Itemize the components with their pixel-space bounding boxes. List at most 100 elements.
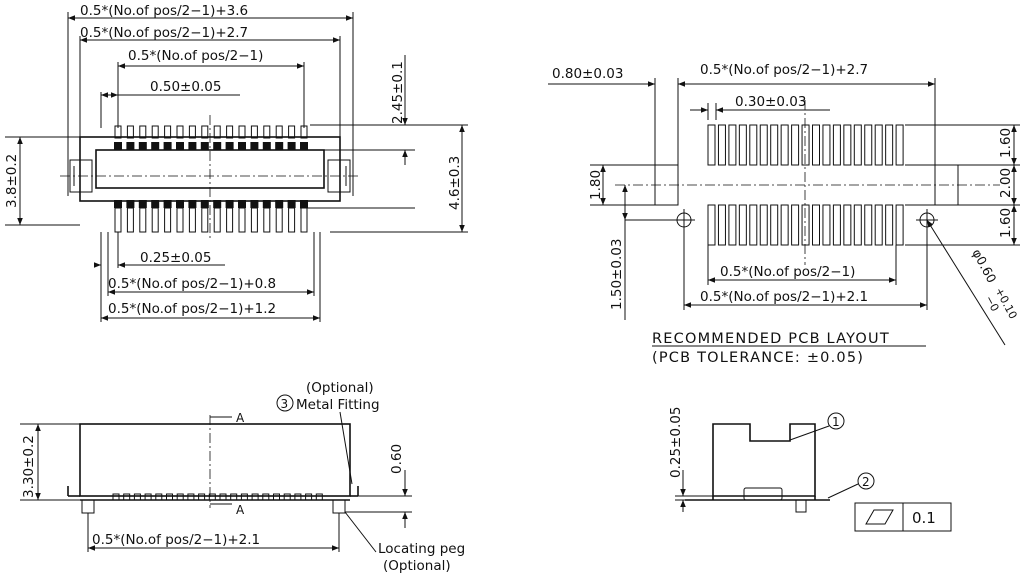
bottom-pin	[188, 207, 196, 233]
top-contact	[275, 142, 284, 150]
detail-contact	[743, 487, 783, 501]
section-a-top: A	[236, 411, 245, 425]
pcb-pad-top	[843, 124, 852, 166]
top-pin	[288, 125, 296, 139]
detail-view: 0.25±0.05 1 2 0.1	[668, 407, 952, 532]
pcb-pad-bottom	[707, 204, 716, 246]
bottom-pin	[250, 207, 258, 233]
side-pin	[155, 493, 163, 501]
callout-3	[276, 394, 294, 412]
dim-total: 0.5*(No.of pos/2−1)+2.7	[700, 62, 868, 78]
locating-peg-label: Locating peg	[378, 541, 465, 557]
dim-right: 4.6±0.3	[447, 156, 463, 210]
bottom-contact	[163, 200, 172, 208]
bottom-pin	[176, 207, 184, 233]
bottom-contact	[114, 200, 122, 208]
dim-side-bottom: 0.5*(No.of pos/2−1)+2.1	[92, 532, 260, 548]
section-a-bottom: A	[236, 503, 245, 517]
top-contact	[163, 142, 172, 150]
top-pin	[176, 125, 184, 139]
top-pin	[151, 125, 159, 139]
bottom-contact	[275, 200, 284, 208]
top-contact	[188, 142, 197, 150]
top-pin	[238, 125, 246, 139]
side-pin	[251, 493, 259, 501]
dim-bottom2: 0.5*(No.of pos/2−1)+1.2	[108, 301, 276, 317]
pcb-pad-top	[749, 124, 758, 166]
dim-pins: 0.5*(No.of pos/2−1)	[128, 48, 263, 64]
dim-left-pad: 1.80	[588, 170, 604, 200]
pcb-pad-top	[822, 124, 831, 166]
pcb-pad-bottom	[759, 204, 768, 246]
dim-pin-width: 0.25±0.05	[140, 250, 211, 266]
dim-height-top: 2.45±0.1	[390, 61, 406, 124]
pcb-pad-bottom	[885, 204, 894, 246]
pcb-pad-bottom	[717, 204, 726, 246]
bottom-pin	[164, 207, 172, 233]
pcb-subtitle: (PCB TOLERANCE: ±0.05)	[652, 350, 864, 366]
bottom-contact	[287, 200, 296, 208]
pcb-pad-top	[717, 124, 726, 166]
bottom-contact	[213, 200, 222, 208]
dim-pads-span: 0.5*(No.of pos/2−1)	[720, 264, 855, 280]
pcb-pad-bottom	[864, 204, 873, 246]
side-pin	[166, 493, 173, 501]
side-view: (Optional) 3 Metal Fitting A A 3.30±0.2 …	[20, 380, 465, 574]
bottom-pin	[263, 207, 271, 233]
side-pin	[176, 493, 184, 501]
dim-060: 0.60	[389, 444, 405, 474]
bottom-contact	[138, 200, 147, 208]
dim-pad-width: 0.30±0.03	[735, 94, 806, 110]
pcb-pad-bottom	[770, 204, 779, 246]
left-peg	[81, 499, 95, 514]
top-pin	[126, 125, 134, 139]
bottom-pin	[288, 207, 296, 233]
top-pin	[164, 125, 172, 139]
pcb-pad-top	[812, 124, 820, 166]
pcb-pad-top	[864, 124, 873, 166]
top-contact	[238, 142, 246, 150]
top-pin	[275, 125, 283, 139]
top-pin	[201, 125, 209, 139]
dim-body: 0.5*(No.of pos/2−1)+2.7	[80, 25, 248, 41]
flatness-tolerance-frame: 0.1	[854, 502, 952, 532]
side-pin	[219, 493, 227, 501]
top-contact	[262, 142, 271, 150]
pcb-pad-top	[832, 124, 841, 166]
pcb-pad-top	[853, 124, 862, 166]
top-contact	[151, 142, 160, 150]
dim-025: 0.25±0.05	[668, 407, 684, 478]
bottom-contact	[188, 200, 197, 208]
bottom-pin	[238, 207, 246, 233]
dim-overall: 0.5*(No.of pos/2−1)+3.6	[80, 3, 248, 19]
pcb-pad-bottom	[738, 204, 747, 246]
side-pin	[144, 493, 152, 501]
top-pin	[213, 125, 221, 139]
side-pin	[198, 493, 206, 501]
pcb-pad-top	[707, 124, 716, 166]
pcb-pad-top	[759, 124, 768, 166]
locating-peg-optional: (Optional)	[383, 558, 451, 574]
bottom-pin	[275, 207, 283, 233]
bottom-pin	[201, 207, 209, 233]
bottom-contact	[151, 200, 160, 208]
dim-r1: 1.60	[998, 128, 1014, 158]
pcb-pad-bottom	[822, 204, 831, 246]
bottom-contact	[225, 200, 234, 208]
pcb-pad-bottom	[749, 204, 758, 246]
top-contact	[126, 142, 135, 150]
pcb-pad-top	[738, 124, 747, 166]
side-pin	[305, 493, 313, 501]
flatness-icon	[865, 509, 894, 525]
optional-label: (Optional)	[306, 380, 374, 396]
side-pin	[208, 493, 216, 501]
side-pin	[262, 493, 270, 501]
top-pin	[300, 125, 308, 139]
pcb-pad-top	[801, 124, 810, 166]
pcb-pad-top	[874, 124, 883, 166]
bottom-contact	[300, 200, 308, 208]
callout-2-num: 2	[862, 475, 870, 489]
dim-r2: 2.00	[998, 168, 1014, 198]
pcb-pad-top	[895, 124, 904, 166]
pcb-pad-bottom	[874, 204, 883, 246]
